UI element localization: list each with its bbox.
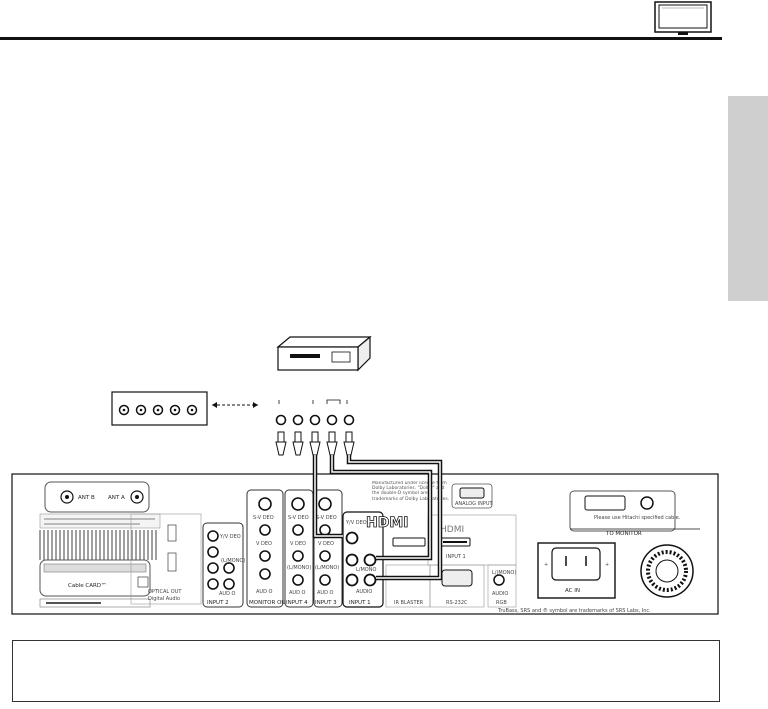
- optical-out-label: OPTICAL OUT: [148, 589, 182, 595]
- cablecard-slot: Cable CARD™: [39, 559, 151, 608]
- hdmi-section: Manufactured under license from Dolby La…: [366, 481, 517, 566]
- monitor-out-audio: AUD O: [256, 589, 273, 595]
- input2-lmono: (L/MONO): [221, 558, 245, 564]
- fan-grille: [640, 544, 694, 598]
- input1-audio: AUDIO: [356, 589, 372, 595]
- rgb-lmono: L/(MONO): [492, 570, 516, 576]
- to-monitor: Please use Hitachi specified cable. TO M…: [569, 490, 700, 537]
- header-rule: [0, 37, 722, 40]
- optical-out-sublabel: Digital Audio: [148, 596, 180, 602]
- av-output-box: [111, 391, 208, 426]
- svg-text:+: +: [544, 562, 548, 568]
- ac-in-label: AC IN: [565, 588, 580, 594]
- vcr-jacks: [275, 399, 355, 426]
- input3-svideo: S-V DEO: [316, 515, 337, 521]
- analog-input: ANALOG INPUT: [451, 483, 493, 509]
- input1-group: Y/V DEO L/MONO AUDIO INPUT 1: [342, 511, 384, 608]
- antenna-section: ANT B ANT A: [39, 481, 161, 529]
- input1-yvideo: Y/V DEO: [345, 520, 367, 526]
- side-tab: [728, 96, 768, 301]
- note-box: [12, 640, 720, 702]
- heatsink-fins: [39, 530, 157, 560]
- svg-text:+: +: [605, 562, 609, 568]
- input3-group: S-V DEO V DEO (L/MONO) AUD O INPUT 3: [313, 489, 343, 608]
- input3-audio: AUD O: [317, 590, 334, 596]
- analog-input-label: ANALOG INPUT: [455, 501, 493, 507]
- rgb-audio: L/(MONO) AUDIO RGB: [487, 564, 516, 608]
- to-monitor-label: TO MONITOR: [605, 531, 642, 537]
- hdmi-label: HDMI: [440, 525, 464, 535]
- monitor-out-group: S-V DEO V DEO AUD O MONITOR OUT: [246, 489, 289, 608]
- rca-plugs: [275, 431, 355, 456]
- ir-blaster-label: IR BLASTER: [394, 600, 424, 606]
- antenna-a-label: ANT A: [108, 495, 125, 501]
- input1-lmono: L/MONO: [356, 567, 376, 573]
- monitor-out-label: MONITOR OUT: [249, 600, 289, 606]
- trademark-note: TruBass, SRS and ® symbol are trademarks…: [497, 607, 651, 614]
- input4-audio: AUD O: [289, 590, 306, 596]
- monitor-out-svideo: S-V DEO: [253, 515, 274, 521]
- rgb-audio-label: AUDIO: [492, 591, 508, 597]
- input2-yvideo: Y/V DEO: [219, 534, 241, 540]
- antenna-b-label: ANT B: [78, 495, 95, 501]
- rs232c-label: RS-232C: [446, 600, 468, 606]
- input4-video: V DEO: [290, 541, 306, 547]
- vcr-icon: [276, 335, 372, 372]
- input3-lmono: (L/MONO): [315, 565, 339, 571]
- tv-icon: [654, 1, 712, 35]
- input1-label: INPUT 1: [349, 600, 371, 606]
- input2-group: Y/V DEO (L/MONO) AUD O INPUT 2: [202, 522, 245, 608]
- monitor-out-video: V DEO: [256, 541, 272, 547]
- dashed-arrow: [212, 402, 258, 408]
- rgb-label: RGB: [496, 600, 507, 606]
- cablecard-label: Cable CARD™: [68, 582, 107, 589]
- dolby-notice: Manufactured under license from Dolby La…: [372, 481, 450, 502]
- input4-label: INPUT 4: [286, 600, 308, 606]
- input3-label: INPUT 3: [315, 600, 337, 606]
- input2-label: INPUT 2: [207, 600, 229, 606]
- input4-svideo: S-V DEO: [288, 515, 309, 521]
- input4-group: S-V DEO V DEO (L/MONO) AUD O INPUT 4: [284, 489, 314, 608]
- monitor-cable-note: Please use Hitachi specified cable.: [594, 515, 681, 521]
- hdmi-logo: HDMI: [366, 515, 408, 531]
- ac-in: + + AC IN: [537, 542, 616, 599]
- connection-cables: [312, 455, 443, 581]
- optical-out: OPTICAL OUT Digital Audio: [130, 513, 202, 605]
- input4-lmono: (L/MONO): [287, 565, 311, 571]
- hdmi-input-label: INPUT 1: [446, 554, 466, 560]
- input2-audio: AUD O: [219, 591, 236, 597]
- input3-video: V DEO: [318, 541, 334, 547]
